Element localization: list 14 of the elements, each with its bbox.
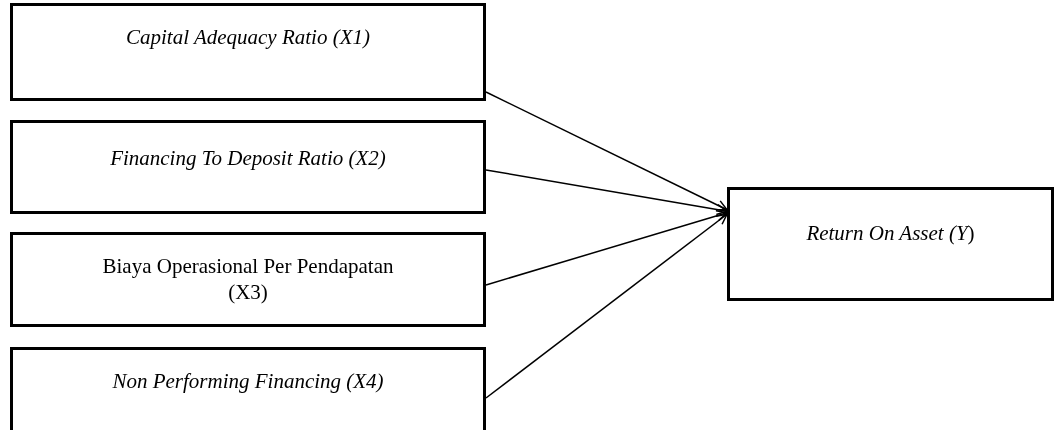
variable-box xyxy=(10,347,486,430)
variable-box xyxy=(10,232,486,327)
variable-label: Return On Asset (Y) xyxy=(806,220,975,247)
arrow xyxy=(485,210,728,286)
variable-box xyxy=(10,120,486,214)
arrow xyxy=(485,169,728,216)
variable-label: Non Performing Financing (X4) xyxy=(112,368,384,395)
variable-label: Financing To Deposit Ratio (X2) xyxy=(110,145,386,172)
arrow xyxy=(485,213,728,399)
variable-box xyxy=(727,187,1054,301)
variable-label: Capital Adequacy Ratio (X1) xyxy=(126,24,370,51)
variable-label: Biaya Operasional Per Pendapatan (X3) xyxy=(101,253,395,306)
variable-box xyxy=(10,3,486,101)
arrow xyxy=(485,91,728,211)
